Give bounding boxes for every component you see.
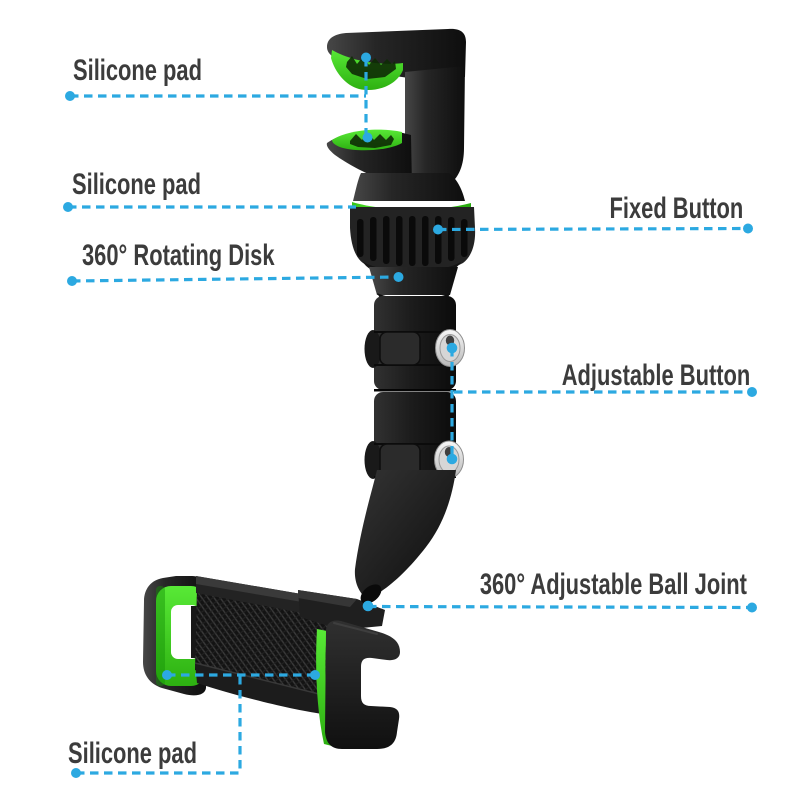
label-ball-joint: 360° Adjustable Ball Joint [479,568,747,601]
clamp-body-slab [405,66,465,189]
label-rotating-disk: 360° Rotating Disk [82,239,275,272]
ball-joint-dot [362,600,374,612]
label-adjustable-button: Adjustable Button [561,359,750,392]
boom-tip [360,584,382,604]
pad-upper-serration [346,56,396,79]
callout-dots [63,52,757,778]
callout-line-ball-joint [367,604,753,610]
label-silicone-pad-top: Silicone pad [73,54,203,87]
window-inner-shadow [191,606,199,658]
clamp-edge-highlight [333,622,378,635]
hinge-upper [374,331,456,366]
disk-collar [369,267,458,295]
mirror-clamp [326,28,466,201]
phone-cradle [143,576,400,749]
cradle-right-silicone-edge [316,629,332,746]
arm-boom [354,470,456,599]
label-fixed-button: Fixed Button [609,192,743,225]
rail-edge [194,662,320,695]
arm-seam [374,389,456,392]
rotating-disk [350,202,476,305]
pad-shading [156,586,165,686]
clamp-neck [353,173,465,201]
label-silicone-pad-bottom: Silicone pad [68,737,198,770]
adjustable-arm [354,296,465,599]
pad-lower-serration [350,133,394,148]
hinge-bump-upper [364,330,382,368]
disk-ribs [357,216,468,266]
hinge-bump-lower [364,441,382,479]
cradle-right-clamp [325,620,400,749]
top-bar-face [196,576,313,603]
label-silicone-pad-clamp: Silicone pad [72,168,202,201]
mount-top-face [298,590,357,607]
callout-lines [68,58,753,775]
callout-line-fixed-button [437,226,749,232]
callout-line-rotating-disk [71,275,399,283]
